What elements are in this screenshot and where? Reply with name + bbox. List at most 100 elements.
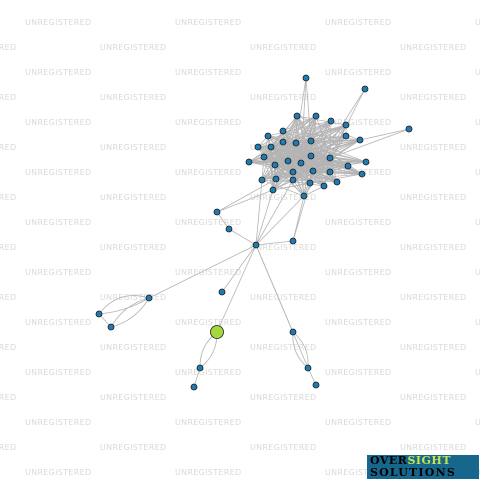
graph-edge	[310, 139, 361, 142]
graph-edge	[248, 146, 272, 163]
graph-node[interactable]	[271, 161, 279, 169]
graph-node[interactable]	[320, 182, 328, 190]
graph-edge	[110, 297, 150, 328]
graph-node[interactable]	[213, 208, 221, 216]
graph-edge	[292, 182, 311, 242]
graph-node[interactable]	[254, 143, 262, 151]
graph-edge	[282, 141, 311, 184]
graph-edge	[216, 244, 257, 333]
graph-node[interactable]	[312, 112, 320, 120]
logo-word-sight: SIGHT	[407, 454, 452, 467]
graph-node[interactable]	[306, 179, 314, 187]
graph-node[interactable]	[297, 159, 305, 167]
graph-node[interactable]	[284, 157, 292, 165]
graph-node[interactable]	[326, 154, 334, 162]
graph-edge	[292, 331, 309, 369]
logo-word-solutions: SOLUTIONS	[370, 466, 456, 479]
graph-edge	[255, 195, 305, 246]
graph-node[interactable]	[279, 127, 287, 135]
graph-node[interactable]	[342, 121, 350, 129]
graph-edge	[270, 115, 317, 148]
graph-edge	[216, 178, 277, 213]
logo-line-1: OVERSIGHT	[370, 455, 451, 467]
graph-node[interactable]	[145, 294, 153, 302]
graph-edge	[98, 297, 150, 315]
graph-node[interactable]	[279, 138, 287, 146]
highlighted-node[interactable]	[210, 325, 224, 339]
graph-edge	[255, 189, 274, 246]
graph-edge	[292, 171, 305, 197]
graph-node[interactable]	[304, 364, 312, 372]
graph-node[interactable]	[264, 132, 272, 140]
graph-node[interactable]	[307, 152, 315, 160]
graph-edge	[303, 140, 312, 197]
graph-edge	[295, 120, 332, 144]
graph-node[interactable]	[362, 158, 370, 166]
graph-node[interactable]	[344, 162, 352, 170]
graph-edge	[310, 140, 367, 163]
graph-edge	[300, 77, 307, 164]
graph-node[interactable]	[361, 85, 369, 93]
graph-node[interactable]	[225, 225, 233, 233]
graph-node[interactable]	[218, 288, 226, 296]
graph-node[interactable]	[292, 139, 300, 147]
graph-edge	[323, 124, 347, 187]
graph-edge	[267, 120, 332, 137]
graph-edge	[261, 156, 265, 181]
graph-node[interactable]	[289, 328, 297, 336]
graph-node[interactable]	[309, 167, 317, 175]
graph-node[interactable]	[358, 170, 366, 178]
graph-edge	[272, 182, 311, 191]
graph-edge	[292, 179, 338, 183]
graph-edge	[300, 162, 325, 187]
graph-node[interactable]	[293, 112, 301, 120]
graph-edge	[312, 88, 366, 172]
graph-edge	[272, 157, 331, 191]
graph-edge	[263, 156, 274, 191]
graph-edge	[272, 115, 317, 191]
oversight-solutions-logo: OVERSIGHT SOLUTIONS	[367, 455, 479, 479]
graph-node[interactable]	[252, 241, 260, 249]
graph-node[interactable]	[302, 74, 310, 82]
graph-node[interactable]	[245, 158, 253, 166]
graph-node[interactable]	[326, 168, 334, 176]
graph-node[interactable]	[307, 137, 315, 145]
graph-edge	[270, 146, 367, 163]
graph-node[interactable]	[260, 153, 268, 161]
graph-node[interactable]	[95, 310, 103, 318]
graph-node[interactable]	[405, 125, 413, 133]
graph-edge	[303, 185, 325, 197]
graph-node[interactable]	[190, 383, 198, 391]
graph-node[interactable]	[289, 168, 297, 176]
graph-node[interactable]	[107, 323, 115, 331]
graph-edge	[255, 179, 294, 246]
graph-edge	[255, 240, 294, 246]
graph-node[interactable]	[267, 143, 275, 151]
graph-edge	[329, 157, 338, 183]
graph-edge	[359, 128, 410, 141]
graph-edge	[329, 128, 410, 159]
graph-node[interactable]	[258, 176, 266, 184]
graph-node[interactable]	[312, 381, 320, 389]
graph-edge	[263, 156, 338, 183]
graph-edge	[216, 189, 274, 213]
graph-node[interactable]	[196, 364, 204, 372]
graph-node[interactable]	[269, 186, 277, 194]
graph-node[interactable]	[356, 136, 364, 144]
graph-edge	[310, 140, 363, 175]
graph-node[interactable]	[289, 176, 297, 184]
graph-edge	[310, 155, 325, 187]
graph-edge	[98, 295, 150, 315]
graph-edge	[228, 228, 257, 246]
graph-node[interactable]	[272, 175, 280, 183]
edge-layer	[98, 77, 410, 388]
graph-node[interactable]	[333, 178, 341, 186]
graph-edge	[305, 77, 312, 142]
graph-node[interactable]	[289, 237, 297, 245]
graph-edge	[303, 155, 312, 197]
graph-node[interactable]	[327, 117, 335, 125]
graph-node[interactable]	[300, 192, 308, 200]
graph-edge	[216, 211, 230, 230]
graph-node[interactable]	[342, 132, 350, 140]
